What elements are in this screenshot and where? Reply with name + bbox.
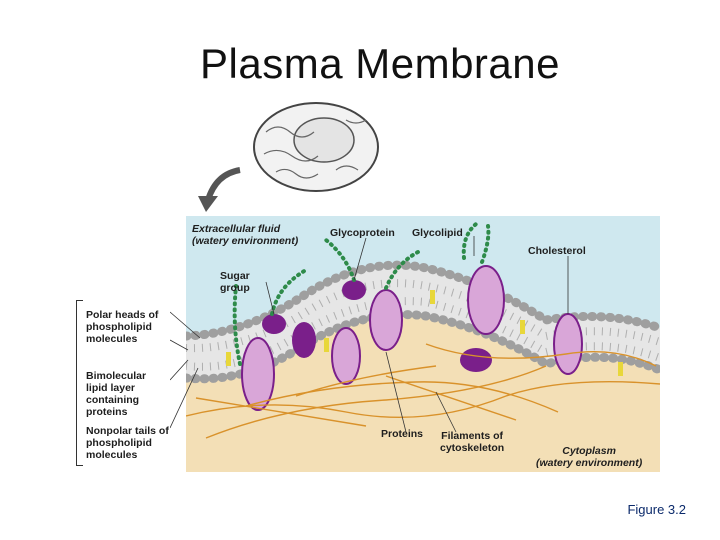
- label-glycolipid: Glycolipid: [412, 227, 463, 239]
- membrane-diagram: [186, 216, 660, 472]
- curved-arrow-icon: [205, 167, 241, 201]
- side-bracket: [76, 300, 83, 466]
- label-polar-heads: Polar heads of phospholipid molecules: [86, 309, 159, 345]
- label-sugar-group: Sugar group: [220, 270, 250, 294]
- label-cholesterol: Cholesterol: [528, 245, 586, 257]
- page-title: Plasma Membrane: [200, 40, 560, 87]
- label-bimolecular-lipid-layer: Bimolecular lipid layer containing prote…: [86, 370, 147, 418]
- side-leader-lines: [170, 311, 201, 429]
- label-glycoprotein: Glycoprotein: [330, 227, 395, 239]
- label-nonpolar-tails: Nonpolar tails of phospholipid molecules: [86, 425, 169, 461]
- label-filaments-of-cytoskeleton: Filaments of cytoskeleton: [440, 430, 505, 454]
- label-cytoplasm: Cytoplasm (watery environment): [536, 445, 643, 469]
- label-proteins: Proteins: [381, 428, 424, 440]
- figure-reference: Figure 3.2: [627, 502, 686, 517]
- cell-illustration: [198, 102, 379, 212]
- label-extracellular-fluid: Extracellular fluid (watery environment): [192, 223, 299, 247]
